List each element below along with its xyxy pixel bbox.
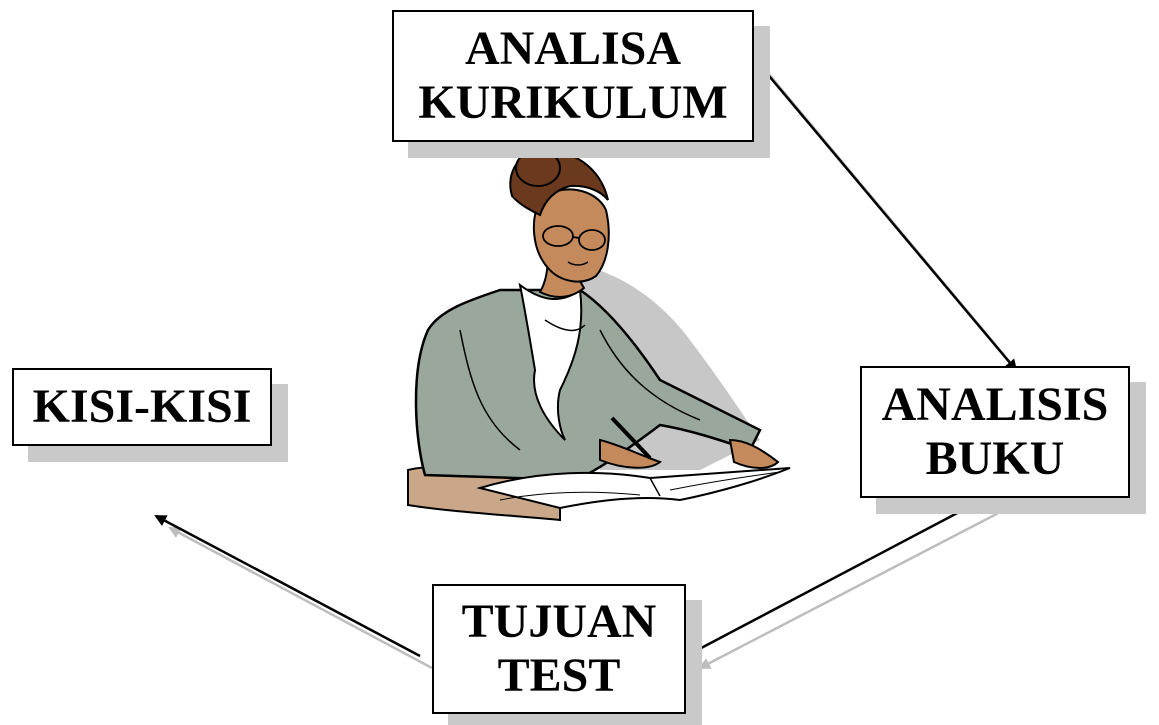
node-analisa-kurikulum: ANALISA KURIKULUM [392,10,754,142]
node-label: TUJUAN TEST [461,595,657,702]
node-label: ANALISA KURIKULUM [418,22,728,129]
node-kisi-kisi: KISI-KISI [12,368,272,446]
node-analisis-buku: ANALISIS BUKU [860,366,1130,498]
arrow-analisis-to-tujuan [684,498,1009,670]
node-label: KISI-KISI [32,380,252,434]
node-tujuan-test: TUJUAN TEST [432,584,686,714]
node-label: ANALISIS BUKU [881,378,1109,485]
arrow-tujuan-to-kisi [154,514,433,670]
arrow-analisa-to-analisis [753,57,1027,382]
